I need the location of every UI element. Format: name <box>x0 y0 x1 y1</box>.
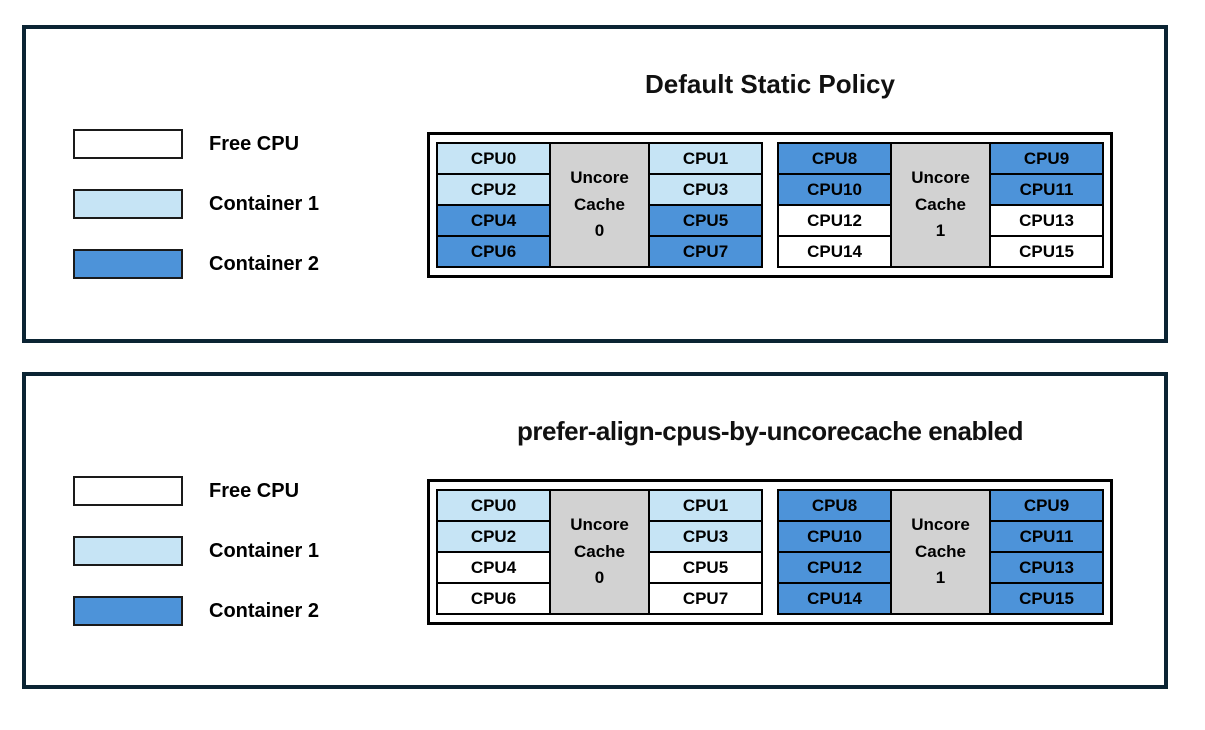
cpu-cell: CPU15 <box>989 235 1104 268</box>
cpu-cell: CPU5 <box>648 551 763 584</box>
legend-swatch <box>73 249 183 279</box>
cpu-cell: CPU10 <box>777 173 892 206</box>
legend-label: Free CPU <box>209 132 300 155</box>
cpu-cell: CPU8 <box>777 489 892 522</box>
cpu-column: CPU0 CPU2 CPU4 CPU6 <box>436 489 551 615</box>
uncore-cache-group-0: CPU0 CPU2 CPU4 CPU6 Uncore Cache 0 CPU1 … <box>436 142 763 268</box>
uncore-cache-label-line: 0 <box>594 221 605 241</box>
cpu-cell: CPU2 <box>436 173 551 206</box>
cpu-column: CPU0 CPU2 CPU4 CPU6 <box>436 142 551 268</box>
uncore-cache-group-1: CPU8 CPU10 CPU12 CPU14 Uncore Cache 1 CP… <box>777 489 1104 615</box>
legend-swatch <box>73 189 183 219</box>
cpu-cell: CPU6 <box>436 235 551 268</box>
cpu-cell: CPU14 <box>777 235 892 268</box>
legend-label: Container 2 <box>209 252 320 275</box>
uncore-cache-label-line: 1 <box>935 568 946 588</box>
cpu-cell: CPU9 <box>989 142 1104 175</box>
cpu-topology-diagram: CPU0 CPU2 CPU4 CPU6 Uncore Cache 0 CPU1 … <box>427 132 1113 278</box>
cpu-cell: CPU7 <box>648 582 763 615</box>
cpu-cell: CPU6 <box>436 582 551 615</box>
uncore-cache-label-line: Uncore <box>911 168 970 188</box>
cpu-cell: CPU0 <box>436 489 551 522</box>
legend-swatch <box>73 596 183 626</box>
uncore-cache-group-0: CPU0 CPU2 CPU4 CPU6 Uncore Cache 0 CPU1 … <box>436 489 763 615</box>
legend-item-container-1: Container 1 <box>73 188 319 220</box>
cpu-cell: CPU10 <box>777 520 892 553</box>
legend-swatch <box>73 536 183 566</box>
uncore-cache-label-line: Cache <box>573 541 626 561</box>
cpu-cell: CPU3 <box>648 520 763 553</box>
uncore-cache-group-1: CPU8 CPU10 CPU12 CPU14 Uncore Cache 1 CP… <box>777 142 1104 268</box>
cpu-column: CPU9 CPU11 CPU13 CPU15 <box>989 142 1104 268</box>
uncore-cache-label-line: Uncore <box>570 515 629 535</box>
cpu-column: CPU1 CPU3 CPU5 CPU7 <box>648 142 763 268</box>
uncore-cache-label-line: Cache <box>914 194 967 214</box>
cpu-cell: CPU13 <box>989 551 1104 584</box>
cpu-cell: CPU11 <box>989 173 1104 206</box>
cpu-column: CPU8 CPU10 CPU12 CPU14 <box>777 489 892 615</box>
legend-label: Container 1 <box>209 539 320 562</box>
legend-item-free-cpu: Free CPU <box>73 128 299 160</box>
cpu-cell: CPU7 <box>648 235 763 268</box>
uncore-cache-label-line: Uncore <box>911 515 970 535</box>
uncore-cache-label-line: Cache <box>914 541 967 561</box>
uncore-cache-label-line: Uncore <box>570 168 629 188</box>
cpu-cell: CPU2 <box>436 520 551 553</box>
cpu-cell: CPU12 <box>777 551 892 584</box>
cpu-cell: CPU12 <box>777 204 892 237</box>
panel-title: Default Static Policy <box>645 69 895 99</box>
uncore-cache-1-block: Uncore Cache 1 <box>890 489 991 615</box>
cpu-cell: CPU15 <box>989 582 1104 615</box>
legend-item-free-cpu: Free CPU <box>73 475 299 507</box>
panel-prefer-align-cpus-by-uncorecache: prefer-align-cpus-by-uncorecache enabled… <box>22 372 1168 689</box>
cpu-cell: CPU14 <box>777 582 892 615</box>
legend-swatch <box>73 129 183 159</box>
cpu-cell: CPU8 <box>777 142 892 175</box>
legend-label: Free CPU <box>209 479 300 502</box>
cpu-cell: CPU5 <box>648 204 763 237</box>
cpu-cell: CPU1 <box>648 142 763 175</box>
cpu-column: CPU1 CPU3 CPU5 CPU7 <box>648 489 763 615</box>
uncore-cache-0-block: Uncore Cache 0 <box>549 142 650 268</box>
cpu-cell: CPU1 <box>648 489 763 522</box>
uncore-cache-label-line: Cache <box>573 194 626 214</box>
uncore-cache-0-block: Uncore Cache 0 <box>549 489 650 615</box>
panel-title: prefer-align-cpus-by-uncorecache enabled <box>517 416 1023 446</box>
uncore-cache-1-block: Uncore Cache 1 <box>890 142 991 268</box>
cpu-cell: CPU0 <box>436 142 551 175</box>
legend-item-container-2: Container 2 <box>73 595 319 627</box>
cpu-cell: CPU3 <box>648 173 763 206</box>
legend-label: Container 1 <box>209 192 320 215</box>
legend-swatch <box>73 476 183 506</box>
panel-default-static-policy: Default Static Policy Free CPU Container… <box>22 25 1168 343</box>
legend-item-container-2: Container 2 <box>73 248 319 280</box>
cpu-cell: CPU4 <box>436 551 551 584</box>
uncore-cache-label-line: 1 <box>935 221 946 241</box>
cpu-column: CPU8 CPU10 CPU12 CPU14 <box>777 142 892 268</box>
cpu-cell: CPU9 <box>989 489 1104 522</box>
cpu-cell: CPU13 <box>989 204 1104 237</box>
cpu-column: CPU9 CPU11 CPU13 CPU15 <box>989 489 1104 615</box>
legend-label: Container 2 <box>209 599 320 622</box>
cpu-cell: CPU11 <box>989 520 1104 553</box>
cpu-topology-diagram: CPU0 CPU2 CPU4 CPU6 Uncore Cache 0 CPU1 … <box>427 479 1113 625</box>
cpu-cell: CPU4 <box>436 204 551 237</box>
uncore-cache-label-line: 0 <box>594 568 605 588</box>
legend-item-container-1: Container 1 <box>73 535 319 567</box>
